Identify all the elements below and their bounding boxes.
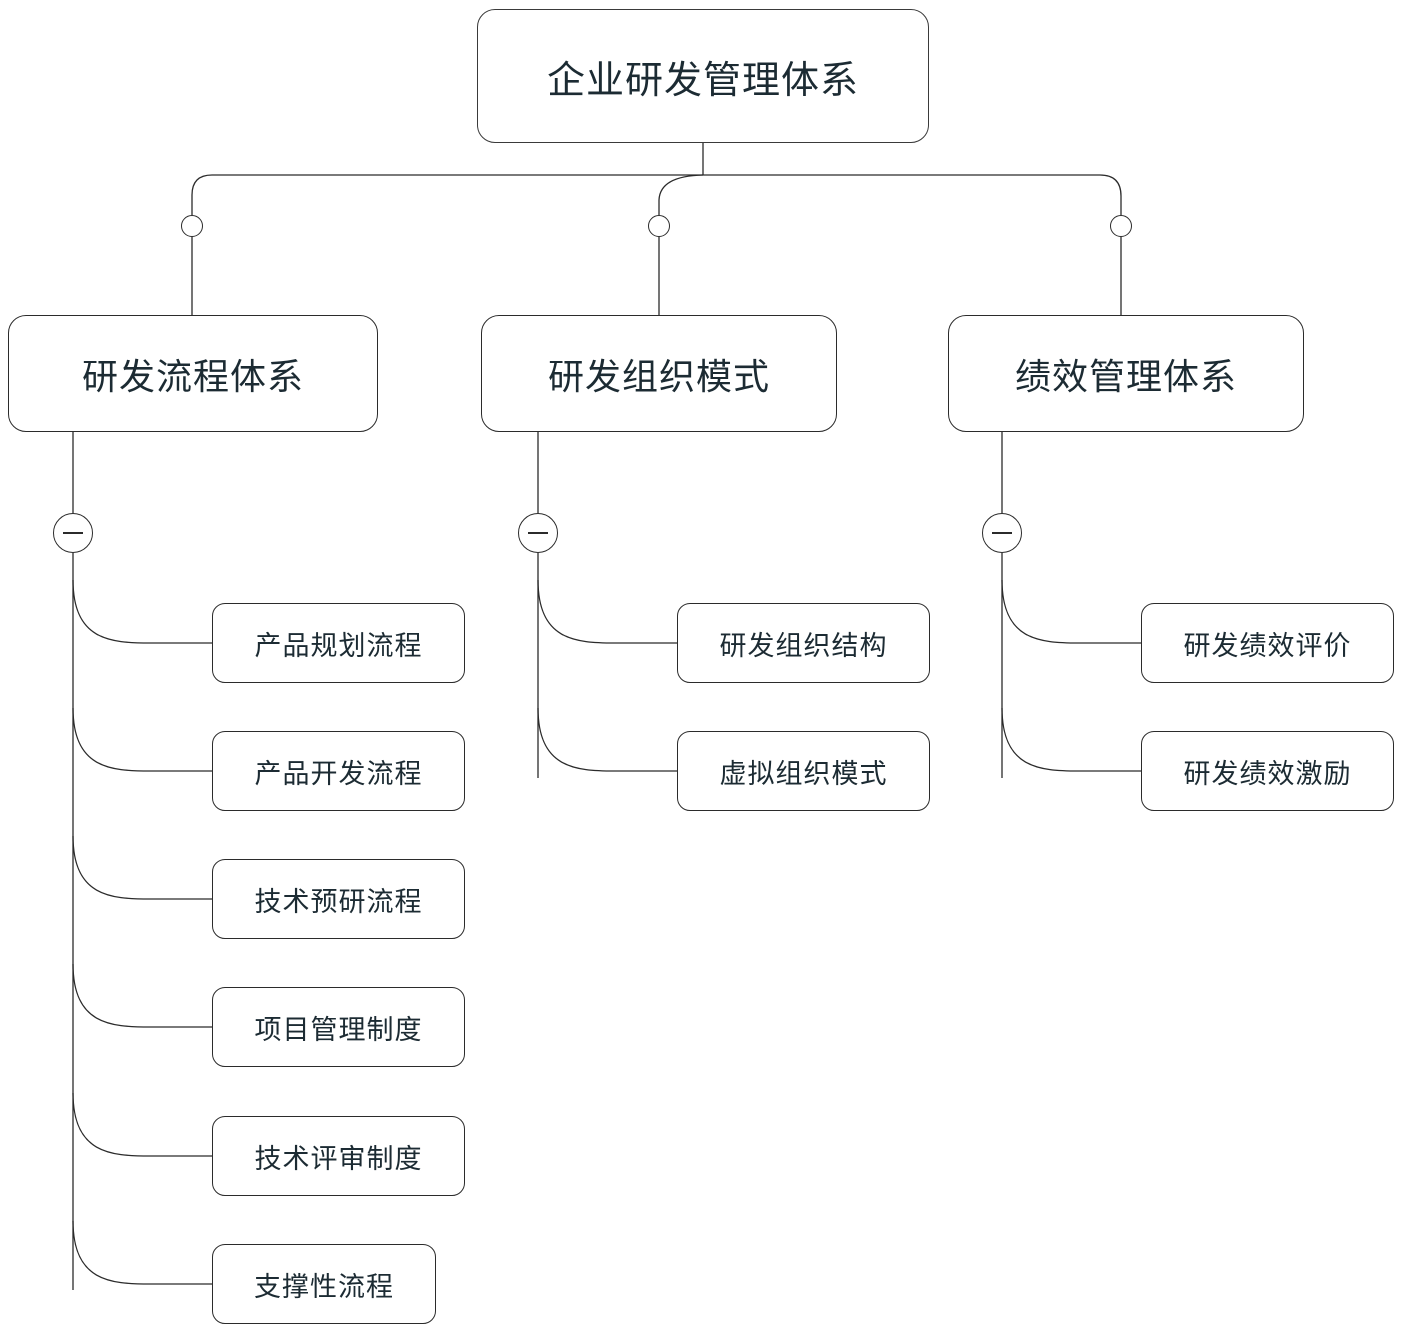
leaf-node-label: 研发绩效评价 — [1183, 630, 1352, 661]
branch-node-1[interactable]: 研发流程体系 — [8, 315, 378, 432]
connector-root-to-branch-2 — [658, 174, 704, 215]
connector-leaf-1-1 — [72, 579, 212, 644]
minus-glyph — [528, 532, 548, 534]
leaf-node-label: 产品规划流程 — [254, 630, 423, 661]
connector-leaf-2-2 — [537, 707, 677, 772]
minus-glyph — [63, 532, 83, 534]
leaf-node-1-3[interactable]: 技术预研流程 — [212, 859, 465, 939]
minus-circle-icon-branch-2[interactable] — [518, 513, 558, 553]
branch-dot-2[interactable] — [648, 215, 670, 237]
leaf-node-label: 技术评审制度 — [254, 1143, 423, 1174]
connector-leaf-1-2 — [72, 707, 212, 772]
minus-circle-icon-branch-3[interactable] — [982, 513, 1022, 553]
connector-leaf-1-3 — [72, 835, 212, 900]
leaf-node-label: 支撑性流程 — [254, 1271, 394, 1302]
connector-leaf-1-6 — [72, 1220, 212, 1285]
branch-dot-3[interactable] — [1110, 215, 1132, 237]
leaf-node-1-5[interactable]: 技术评审制度 — [212, 1116, 465, 1196]
leaf-node-label: 研发绩效激励 — [1183, 758, 1352, 789]
leaf-node-3-2[interactable]: 研发绩效激励 — [1141, 731, 1394, 811]
leaf-node-label: 技术预研流程 — [254, 886, 423, 917]
branch-node-3[interactable]: 绩效管理体系 — [948, 315, 1304, 432]
connector-leaf-1-4 — [72, 963, 212, 1028]
connector-leaf-1-5 — [72, 1092, 212, 1157]
minus-glyph — [992, 532, 1012, 534]
connector-root-to-branch-3 — [703, 174, 1122, 215]
leaf-node-label: 项目管理制度 — [254, 1014, 423, 1045]
branch-node-2-label: 研发组织模式 — [547, 355, 770, 397]
leaf-node-1-2[interactable]: 产品开发流程 — [212, 731, 465, 811]
leaf-node-1-6[interactable]: 支撑性流程 — [212, 1244, 436, 1324]
connector-root-to-branch-1 — [191, 174, 703, 215]
root-node[interactable]: 企业研发管理体系 — [477, 9, 929, 143]
connector-leaf-2-1 — [537, 579, 677, 644]
leaf-node-1-1[interactable]: 产品规划流程 — [212, 603, 465, 683]
leaf-node-2-1[interactable]: 研发组织结构 — [677, 603, 930, 683]
leaf-node-label: 虚拟组织模式 — [719, 758, 888, 789]
branch-node-3-label: 绩效管理体系 — [1014, 355, 1237, 397]
branch-node-1-label: 研发流程体系 — [81, 355, 304, 397]
leaf-node-label: 产品开发流程 — [254, 758, 423, 789]
root-node-label: 企业研发管理体系 — [546, 59, 859, 102]
leaf-node-1-4[interactable]: 项目管理制度 — [212, 987, 465, 1067]
leaf-node-label: 研发组织结构 — [719, 630, 888, 661]
leaf-node-3-1[interactable]: 研发绩效评价 — [1141, 603, 1394, 683]
leaf-node-2-2[interactable]: 虚拟组织模式 — [677, 731, 930, 811]
minus-circle-icon-branch-1[interactable] — [53, 513, 93, 553]
branch-dot-1[interactable] — [181, 215, 203, 237]
connector-leaf-3-2 — [1001, 707, 1141, 772]
connector-leaf-3-1 — [1001, 579, 1141, 644]
branch-node-2[interactable]: 研发组织模式 — [481, 315, 837, 432]
